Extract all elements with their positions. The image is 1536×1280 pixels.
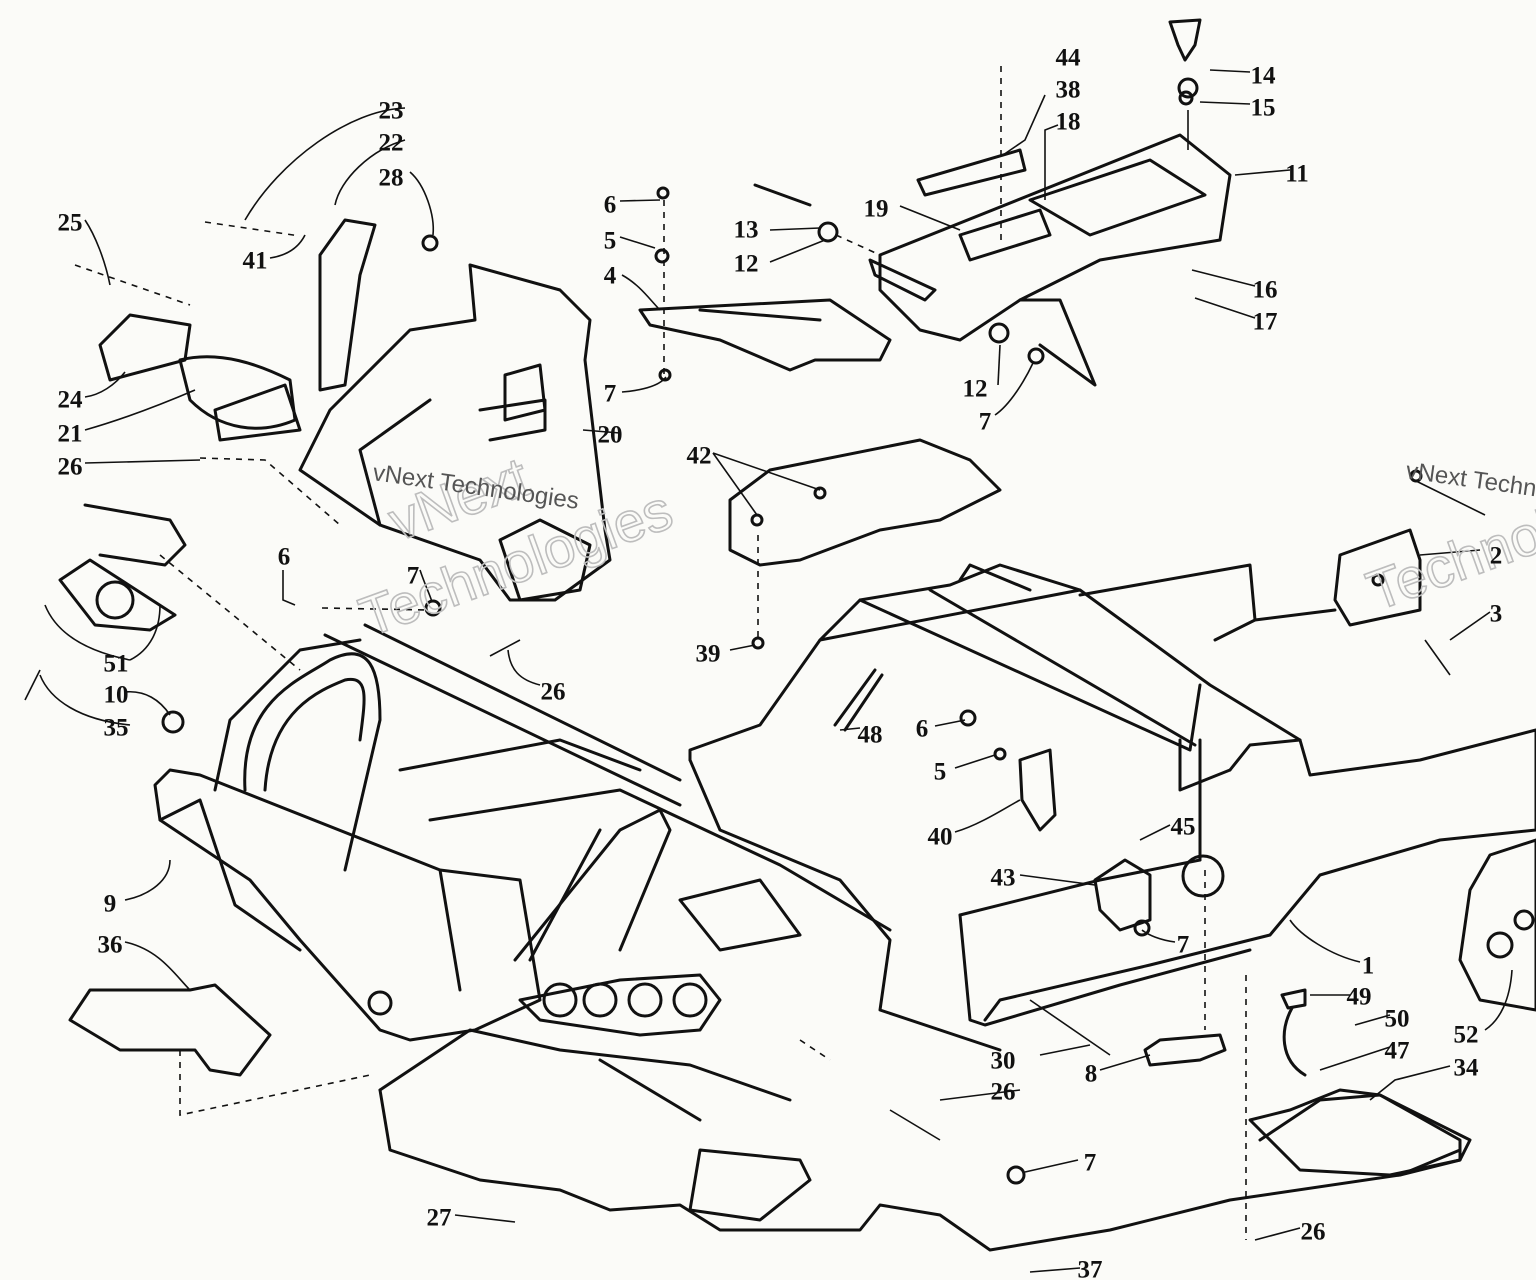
callout-25: 25 xyxy=(58,210,83,237)
callout-7c: 7 xyxy=(407,563,420,590)
callout-7a: 7 xyxy=(979,409,992,436)
callout-6c: 6 xyxy=(916,716,929,743)
callout-28: 28 xyxy=(379,165,404,192)
callout-24: 24 xyxy=(58,387,84,414)
callout-37: 37 xyxy=(1078,1257,1103,1280)
callout-20: 20 xyxy=(598,422,623,449)
callout-26d: 26 xyxy=(1301,1219,1326,1246)
part-callouts: 4438181415111617191312127654723222841252… xyxy=(58,45,1503,1280)
callout-48: 48 xyxy=(858,722,883,749)
callout-27: 27 xyxy=(427,1205,452,1232)
callout-13: 13 xyxy=(734,217,759,244)
callout-1: 1 xyxy=(1362,953,1375,980)
callout-41: 41 xyxy=(243,248,268,275)
callout-26a: 26 xyxy=(58,454,83,481)
callout-5b: 5 xyxy=(934,759,947,786)
callout-14: 14 xyxy=(1251,63,1277,90)
callout-5a: 5 xyxy=(604,228,617,255)
callout-49: 49 xyxy=(1347,984,1372,1011)
callout-47: 47 xyxy=(1385,1038,1410,1065)
callout-19: 19 xyxy=(864,196,889,223)
callout-36: 36 xyxy=(98,932,123,959)
callout-26c: 26 xyxy=(991,1079,1016,1106)
callout-12a: 12 xyxy=(734,251,759,278)
callout-21: 21 xyxy=(58,421,83,448)
callout-15: 15 xyxy=(1251,95,1276,122)
callout-50: 50 xyxy=(1385,1006,1410,1033)
callout-22: 22 xyxy=(379,130,404,157)
callout-18: 18 xyxy=(1056,109,1081,136)
callout-12b: 12 xyxy=(963,376,988,403)
callout-44: 44 xyxy=(1056,45,1082,72)
watermark: vNext Technologies vNext Technologies Te… xyxy=(351,444,1536,650)
callout-17: 17 xyxy=(1253,309,1278,336)
watermark-text-right-small: vNext Technologies xyxy=(1404,457,1536,513)
callout-9: 9 xyxy=(104,891,117,918)
callout-8: 8 xyxy=(1085,1061,1098,1088)
leader-lines xyxy=(24,66,1513,1273)
callout-26b: 26 xyxy=(541,679,566,706)
callout-11: 11 xyxy=(1285,161,1309,188)
callout-52: 52 xyxy=(1454,1022,1479,1049)
callout-6a: 6 xyxy=(604,192,617,219)
callout-2: 2 xyxy=(1490,543,1503,570)
callout-10: 10 xyxy=(104,682,129,709)
callout-7d: 7 xyxy=(1177,932,1190,959)
callout-35: 35 xyxy=(104,715,129,742)
callout-45: 45 xyxy=(1171,814,1196,841)
callout-34: 34 xyxy=(1454,1055,1480,1082)
callout-6b: 6 xyxy=(278,544,291,571)
callout-43: 43 xyxy=(991,865,1016,892)
callout-16: 16 xyxy=(1253,277,1278,304)
callout-51: 51 xyxy=(104,651,129,678)
callout-4: 4 xyxy=(604,263,617,290)
callout-7e: 7 xyxy=(1084,1150,1097,1177)
callout-38: 38 xyxy=(1056,77,1081,104)
callout-40: 40 xyxy=(928,824,953,851)
callout-23: 23 xyxy=(379,98,404,125)
callout-3: 3 xyxy=(1490,601,1503,628)
callout-42: 42 xyxy=(687,443,712,470)
chassis-frame-drawing xyxy=(58,18,1536,1252)
callout-39: 39 xyxy=(696,641,721,668)
callout-30: 30 xyxy=(991,1048,1016,1075)
callout-7b: 7 xyxy=(604,381,617,408)
